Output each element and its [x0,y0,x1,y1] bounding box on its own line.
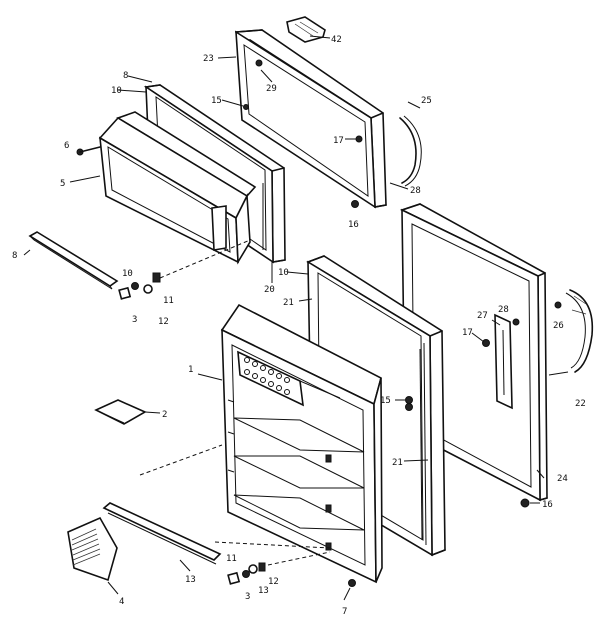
callout-16: 16 [348,220,359,230]
dairy-compartment-door [94,399,147,425]
callout-6b: 7 [342,607,347,617]
freezer-door-stop [351,200,359,208]
callout-15b: 15 [380,396,391,406]
callout-27: 27 [477,311,488,321]
kick-plate-grille [67,516,118,582]
callout-9b: 10 [278,268,289,278]
callout-26: 26 [553,321,564,331]
callout-29: 29 [266,84,277,94]
door-shelf-rail-upper [28,231,119,290]
leader-lines [23,35,569,601]
fresh-food-door-handle [494,313,513,410]
callout-7: 8 [12,251,17,261]
callout-23: 23 [203,54,214,64]
callout-25: 25 [421,96,432,106]
callout-12b: 13 [258,586,269,596]
freezer-door-outer-panel [235,29,387,209]
fresh-food-door-stop [520,498,530,508]
callout-17: 17 [333,136,344,146]
fresh-food-door-hinge-cover [565,289,594,373]
callout-12: 12 [158,317,169,327]
callout-11b: 12 [268,577,279,587]
egg-holes [244,357,290,395]
callout-17b: 17 [462,328,473,338]
callout-22: 22 [575,399,586,409]
callout-3: 3 [132,315,137,325]
callout-11: 11 [163,296,174,306]
callout-8: 8 [123,71,128,81]
door-shelf-rail-lower [102,502,222,565]
callout-16b: 16 [542,500,553,510]
callout-4: 4 [119,597,124,607]
callout-10b: 11 [226,554,237,564]
callout-3b: 3 [245,592,250,602]
callout-21: 21 [392,458,403,468]
grille-slots [71,528,101,566]
callout-2: 2 [162,410,167,420]
callout-6: 6 [64,141,69,151]
freezer-door-shelf [98,111,257,265]
callout-28b: 28 [498,305,509,315]
refrigerator-cabinet-liner [220,303,383,584]
shelf-fastener-set-upper [118,272,161,300]
callout-28: 28 [410,186,421,196]
callout-24: 24 [557,474,568,484]
callout-15: 15 [211,96,222,106]
freezer-door-hinge-cover [399,117,417,184]
callout-42: 42 [331,35,342,45]
callout-13: 13 [185,575,196,585]
callout-1: 1 [188,365,193,375]
freezer-door-screw [255,59,263,67]
callout-10: 10 [122,269,133,279]
callout-19: 20 [264,285,275,295]
shelf-fastener-set-lower [227,562,266,585]
freezer-door-handle [286,16,326,43]
callout-9: 10 [111,86,122,96]
callout-5: 5 [60,179,65,189]
callout-labels: 42 23 29 8 10 15 25 17 6 5 28 16 8 10 10… [12,35,586,617]
callout-20: 21 [283,298,294,308]
